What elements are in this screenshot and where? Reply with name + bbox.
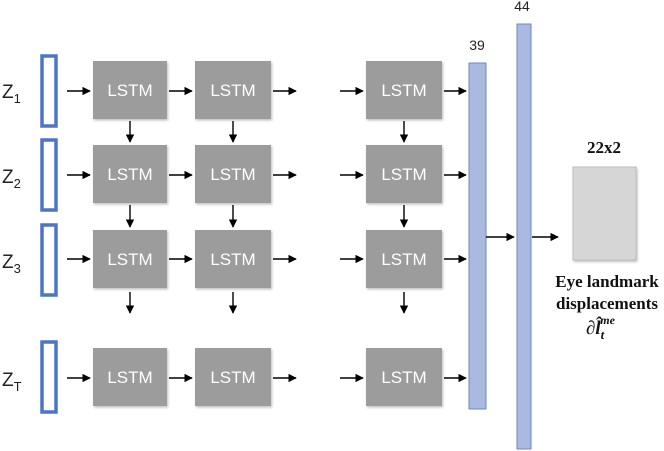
lstm-label: LSTM	[107, 165, 152, 184]
input-label-z1: Z1	[2, 82, 21, 106]
lstm-row-3: LSTM LSTM LSTM	[67, 230, 467, 288]
input-label-z3: Z3	[2, 252, 21, 276]
dense-layer-1-units: 39	[469, 37, 485, 53]
output-caption-line1: Eye landmark	[555, 272, 659, 291]
lstm-label: LSTM	[210, 165, 255, 184]
lstm-row-1: LSTM LSTM LSTM	[67, 61, 467, 119]
lstm-cell-r3-cT	[366, 230, 442, 288]
output-symbol: ∂l̂tme	[586, 313, 616, 342]
lstm-cell-r2-c2	[195, 145, 271, 203]
lstm-label: LSTM	[107, 250, 152, 269]
lstm-label: LSTM	[107, 368, 152, 387]
lstm-cell-r2-cT	[366, 145, 442, 203]
dense-layer-2	[516, 23, 532, 450]
lstm-label: LSTM	[210, 368, 255, 387]
lstm-cell-r1-cT	[366, 61, 442, 119]
lstm-cell-rT-cT	[366, 348, 442, 406]
input-vector-z3	[40, 223, 58, 297]
lstm-label: LSTM	[381, 81, 426, 100]
lstm-cell-r3-c2	[195, 230, 271, 288]
lstm-row-t: LSTM LSTM LSTM	[67, 348, 467, 406]
output-size-label: 22x2	[587, 138, 621, 157]
lstm-cell-r3-c1	[93, 230, 167, 288]
lstm-label: LSTM	[381, 250, 426, 269]
lstm-cell-r1-c2	[195, 61, 271, 119]
lstm-label: LSTM	[381, 368, 426, 387]
input-vector-z1	[40, 54, 58, 128]
lstm-cell-rT-c2	[195, 348, 271, 406]
input-vector-z2	[40, 138, 58, 212]
lstm-cell-r1-c1	[93, 61, 167, 119]
lstm-label: LSTM	[381, 165, 426, 184]
output-block	[572, 166, 637, 261]
output-caption-line2: displacements	[556, 294, 658, 313]
lstm-cell-r2-c1	[93, 145, 167, 203]
lstm-cell-rT-c1	[93, 348, 167, 406]
input-label-zt: ZT	[2, 370, 22, 394]
lstm-label: LSTM	[107, 81, 152, 100]
lstm-label: LSTM	[210, 81, 255, 100]
lstm-row-2: LSTM LSTM LSTM	[67, 145, 467, 203]
input-vector-zt	[40, 340, 58, 414]
input-label-z2: Z2	[2, 167, 21, 191]
dense-layer-1	[468, 62, 487, 410]
lstm-label: LSTM	[210, 250, 255, 269]
dense-layer-2-units: 44	[514, 0, 530, 14]
